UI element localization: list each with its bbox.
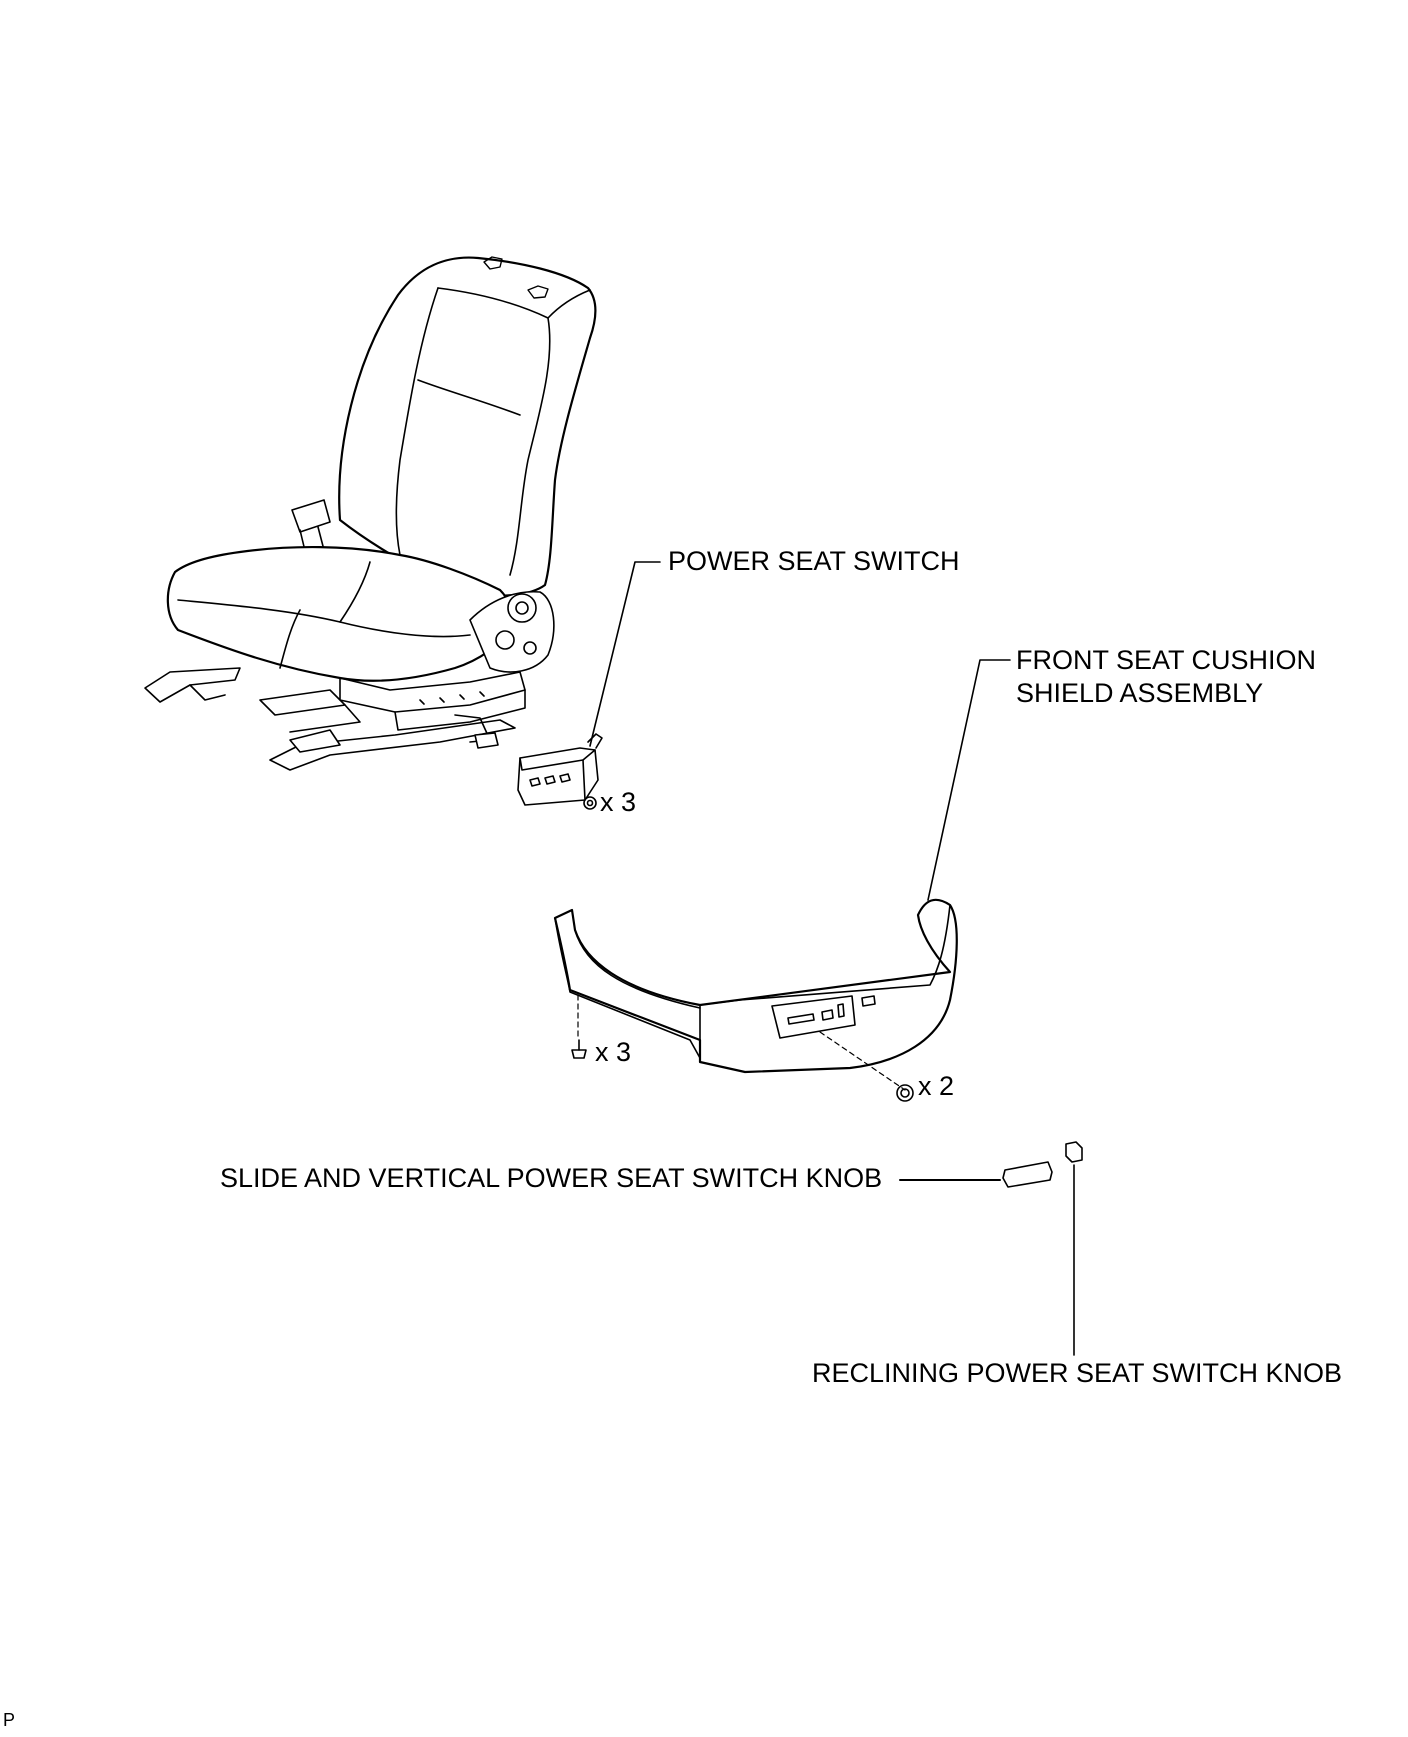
reclining-knob-icon <box>1065 1141 1083 1163</box>
clip-icon <box>571 1039 587 1059</box>
leader-power-seat-switch <box>589 561 661 747</box>
label-reclining-knob: RECLINING POWER SEAT SWITCH KNOB <box>812 1358 1343 1388</box>
power-seat-switch-icon <box>517 733 603 806</box>
label-cushion-shield-line2: SHIELD ASSEMBLY <box>1016 678 1264 708</box>
screw-icon <box>583 796 597 810</box>
seat-assembly-icon <box>144 256 597 771</box>
corner-mark: P <box>3 1710 16 1730</box>
qty-switch-screws: x 3 <box>600 787 637 817</box>
label-slide-vertical-knob: SLIDE AND VERTICAL POWER SEAT SWITCH KNO… <box>220 1163 883 1193</box>
leader-cushion-shield <box>927 659 1011 901</box>
label-cushion-shield-line1: FRONT SEAT CUSHION <box>1016 645 1317 675</box>
label-power-seat-switch: POWER SEAT SWITCH <box>668 546 960 576</box>
qty-shield-clips: x 3 <box>595 1037 632 1067</box>
screw-icon <box>896 1084 914 1102</box>
qty-shield-screws: x 2 <box>918 1071 955 1101</box>
cushion-shield-icon <box>553 898 958 1091</box>
slide-knob-icon <box>1002 1161 1053 1188</box>
